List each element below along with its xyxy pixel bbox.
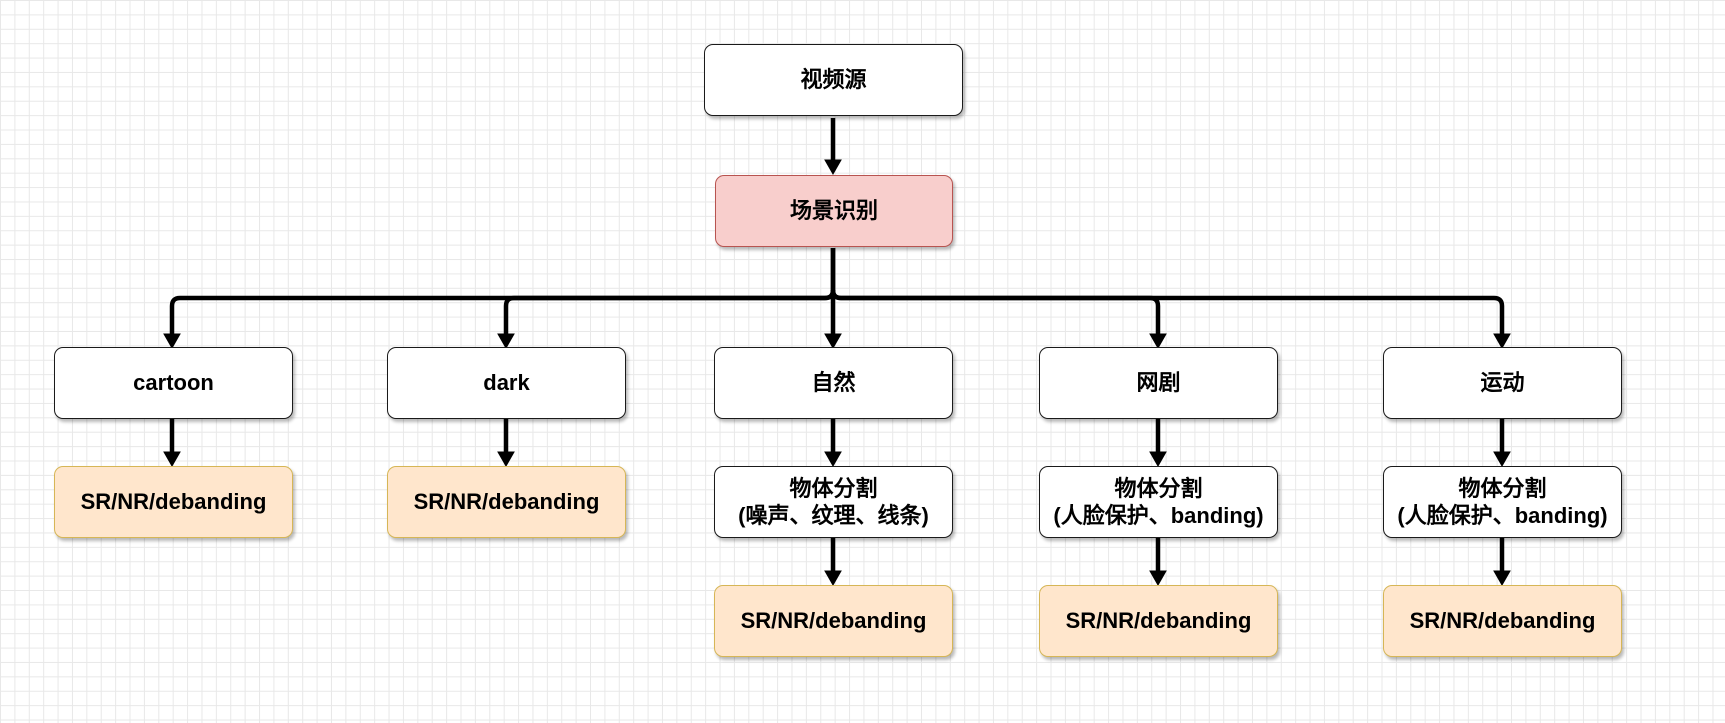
edge-scene-dark [497, 289, 836, 350]
segmentation-detail: (噪声、纹理、线条) [738, 503, 929, 528]
edge-source-scene [824, 118, 842, 176]
node-web-drama-process-label: SR/NR/debanding [1065, 608, 1252, 634]
node-scene-recognition[interactable]: 场景识别 [715, 175, 953, 247]
segmentation-detail: (人脸保护、banding) [1397, 503, 1608, 528]
node-dark-process-label: SR/NR/debanding [413, 489, 600, 515]
node-natural[interactable]: 自然 [714, 347, 953, 419]
node-cartoon[interactable]: cartoon [54, 347, 293, 419]
node-dark-label: dark [483, 370, 530, 396]
node-sport-segmentation[interactable]: 物体分割 (人脸保护、banding) [1383, 466, 1622, 538]
node-dark-process[interactable]: SR/NR/debanding [387, 466, 626, 538]
segmentation-title: 物体分割 [1458, 475, 1547, 501]
segmentation-detail: (人脸保护、banding) [1053, 503, 1264, 528]
node-sport[interactable]: 运动 [1383, 347, 1622, 419]
edge-natural-seg-process [824, 538, 842, 587]
node-natural-label: 自然 [811, 370, 856, 396]
node-cartoon-process[interactable]: SR/NR/debanding [54, 466, 293, 538]
node-sport-process-label: SR/NR/debanding [1409, 608, 1596, 634]
edge-natural-seg [824, 418, 842, 468]
node-sport-label: 运动 [1480, 370, 1525, 396]
segmentation-title: 物体分割 [789, 475, 878, 501]
node-sport-segmentation-text: 物体分割 (人脸保护、banding) [1397, 475, 1607, 530]
edge-webdrama-seg [1149, 418, 1167, 468]
node-sport-process[interactable]: SR/NR/debanding [1383, 585, 1622, 657]
node-web-drama-process[interactable]: SR/NR/debanding [1039, 585, 1278, 657]
node-web-drama-label: 网剧 [1136, 370, 1181, 396]
node-scene-recognition-label: 场景识别 [789, 198, 878, 224]
node-web-drama-segmentation[interactable]: 物体分割 (人脸保护、banding) [1039, 466, 1278, 538]
edge-cartoon-process [163, 418, 181, 468]
edge-dark-process [497, 418, 515, 468]
node-video-source-label: 视频源 [800, 67, 867, 93]
node-cartoon-label: cartoon [133, 370, 214, 396]
node-natural-process[interactable]: SR/NR/debanding [714, 585, 953, 657]
node-natural-process-label: SR/NR/debanding [740, 608, 927, 634]
segmentation-title: 物体分割 [1114, 475, 1203, 501]
edge-webdrama-seg-process [1149, 538, 1167, 587]
node-web-drama[interactable]: 网剧 [1039, 347, 1278, 419]
node-web-drama-segmentation-text: 物体分割 (人脸保护、banding) [1053, 475, 1263, 530]
node-natural-segmentation-text: 物体分割 (噪声、纹理、线条) [738, 475, 929, 530]
node-natural-segmentation[interactable]: 物体分割 (噪声、纹理、线条) [714, 466, 953, 538]
edge-sport-seg-process [1493, 538, 1511, 587]
node-dark[interactable]: dark [387, 347, 626, 419]
node-cartoon-process-label: SR/NR/debanding [80, 489, 267, 515]
node-video-source[interactable]: 视频源 [704, 44, 963, 116]
edge-scene-sport [830, 289, 1511, 350]
edge-sport-seg [1493, 418, 1511, 468]
